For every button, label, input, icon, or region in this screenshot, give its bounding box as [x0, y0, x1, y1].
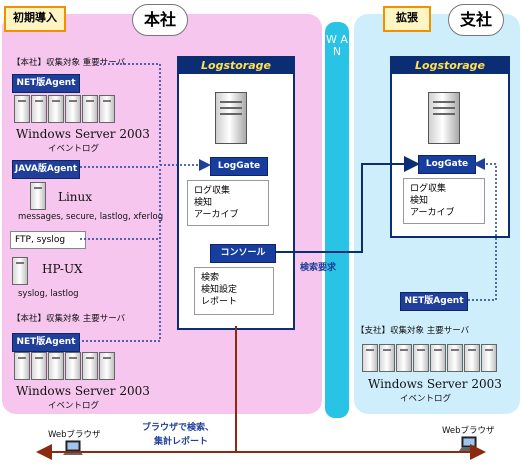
expand-tag: 拡張 — [383, 6, 431, 32]
console-function-item: レポート — [201, 297, 238, 307]
server-icon — [379, 344, 395, 372]
logstorage-header: Logstorage — [392, 58, 508, 74]
server-icon — [430, 344, 446, 372]
function-item: ログ収集 — [194, 186, 231, 196]
branch-windows-server-label: Windows Server 2003 — [368, 377, 502, 391]
browser-note-line2: 集計レポート — [154, 437, 209, 447]
browser-left-label: Webブラウザ — [48, 430, 101, 440]
hq-title: 本社 — [132, 4, 188, 36]
java-agent-badge: JAVA版Agent — [12, 160, 80, 179]
server-icon — [48, 352, 64, 380]
function-item: アーカイブ — [410, 208, 455, 218]
eventlog-label: イベントログ — [48, 144, 100, 154]
hq-functions-box: ログ収集 検知 アーカイブ — [187, 180, 269, 226]
important-servers-label: 【本社】収集対象 重要サーバ — [12, 58, 126, 68]
hpux-server-icon — [12, 257, 28, 285]
linux-server-icon — [30, 182, 46, 210]
windows-server-group-2 — [14, 350, 115, 382]
windows-server-label-2: Windows Server 2003 — [16, 384, 150, 398]
console-functions-box: 検索 検知設定 レポート — [194, 267, 274, 315]
server-icon — [464, 344, 480, 372]
server-icon — [31, 352, 47, 380]
console-function-item: 検索 — [201, 273, 220, 283]
branch-main-servers-label: 【支社】収集対象 主要サーバ — [356, 326, 470, 336]
server-icon — [413, 344, 429, 372]
wan-label: W A N — [326, 33, 348, 58]
ftp-syslog-box: FTP, syslog — [10, 231, 86, 249]
net-agent-badge-2: NET版Agent — [12, 333, 80, 352]
main-servers-label: 【本社】収集対象 主要サーバ — [12, 314, 126, 324]
server-icon — [65, 352, 81, 380]
logstorage-header: Logstorage — [179, 58, 293, 74]
function-item: アーカイブ — [194, 210, 239, 220]
linux-label: Linux — [58, 190, 93, 204]
server-icon — [99, 352, 115, 380]
eventlog-label-2: イベントログ — [48, 401, 100, 411]
branch-windows-server-group — [362, 342, 502, 374]
hpux-logs-label: syslog, lastlog — [18, 289, 79, 299]
hpux-label: HP-UX — [42, 262, 83, 276]
initial-tag: 初期導入 — [4, 6, 66, 32]
branch-server-icon — [428, 92, 460, 144]
windows-server-group — [14, 93, 115, 125]
branch-eventlog-label: イベントログ — [400, 394, 452, 404]
server-icon — [14, 95, 30, 123]
branch-net-agent-badge: NET版Agent — [400, 292, 468, 311]
server-icon — [14, 352, 30, 380]
function-item: ログ収集 — [410, 184, 447, 194]
function-item: 検知 — [410, 196, 429, 206]
server-icon — [99, 95, 115, 123]
net-agent-badge: NET版Agent — [12, 74, 80, 93]
browser-note-line1: ブラウザで検索、 — [142, 423, 215, 433]
server-icon — [447, 344, 463, 372]
server-icon — [362, 344, 378, 372]
server-icon — [481, 344, 497, 372]
server-icon — [48, 95, 64, 123]
function-item: 検知 — [194, 198, 213, 208]
search-request-line — [276, 156, 420, 253]
connector-line — [80, 167, 161, 240]
connector-line — [78, 239, 161, 342]
branch-title: 支社 — [448, 4, 504, 36]
console-function-item: 検知設定 — [201, 285, 238, 295]
server-icon — [65, 95, 81, 123]
branch-functions-box: ログ収集 検知 アーカイブ — [403, 178, 485, 224]
server-icon — [82, 95, 98, 123]
linux-logs-label: messages, secure, lastlog, xferlog — [18, 212, 164, 222]
wan-band — [325, 22, 349, 418]
server-icon — [31, 95, 47, 123]
windows-server-label: Windows Server 2003 — [16, 127, 150, 141]
console-button: コンソール — [210, 244, 276, 263]
server-icon — [82, 352, 98, 380]
connector-line — [468, 158, 497, 301]
browser-right-label: Webブラウザ — [442, 426, 495, 436]
hq-server-icon — [215, 92, 247, 144]
server-icon — [396, 344, 412, 372]
search-request-label: 検索要求 — [300, 263, 337, 273]
